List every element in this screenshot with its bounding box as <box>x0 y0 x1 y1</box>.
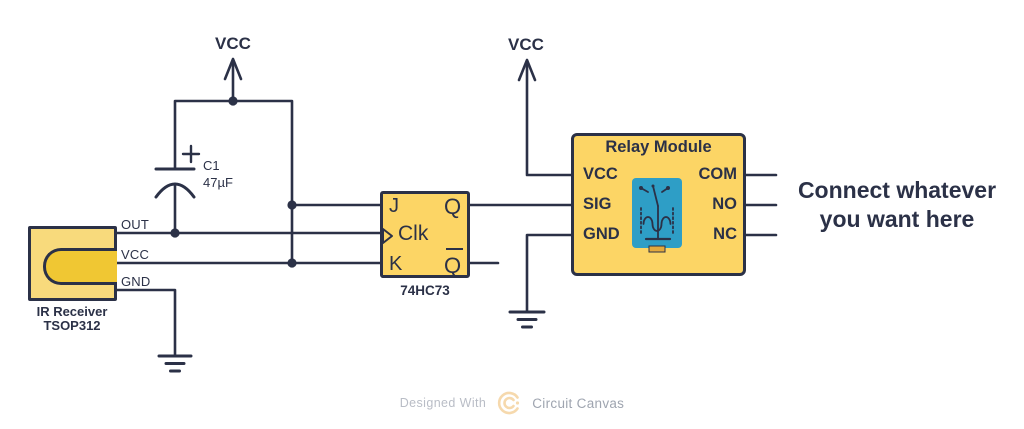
clock-input-icon <box>382 228 393 244</box>
relay-pin-vcc-label: VCC <box>583 165 618 183</box>
ground-icon <box>508 310 546 329</box>
ir-pin-vcc-label: VCC <box>121 247 150 262</box>
junction-dot <box>228 96 238 106</box>
ff-pin-k-label: K <box>389 253 403 275</box>
ir-receiver-name-label: IR Receiver <box>36 304 108 319</box>
q-bar-overline <box>446 248 463 250</box>
flip-flop-body <box>380 191 470 278</box>
junction-dot <box>170 228 180 238</box>
ground-icon <box>157 354 193 373</box>
relay-gnd-wire <box>525 233 574 313</box>
vcc-arrow-left-icon <box>223 57 243 81</box>
ir-bulb-icon <box>43 248 117 285</box>
watermark-prefix: Designed With <box>399 396 487 410</box>
watermark: Designed With Circuit Canvas <box>0 389 1024 417</box>
watermark-brand: Circuit Canvas <box>532 395 625 411</box>
capacitor-plus-icon <box>181 144 201 164</box>
ff-pin-q-label: Q <box>444 194 462 219</box>
ff-pin-clk-label: Clk <box>398 222 429 245</box>
relay-vcc-wire <box>525 61 574 177</box>
relay-output-stubs <box>743 173 778 237</box>
capacitor-ref-label: C1 <box>203 158 220 173</box>
annotation-note: Connect whatever you want here <box>770 176 1024 234</box>
ir-receiver-body <box>28 226 117 301</box>
relay-pin-no-label: NO <box>712 195 737 213</box>
relay-pin-com-label: COM <box>698 165 738 183</box>
circuit-canvas-logo-icon <box>498 391 520 415</box>
flip-flop-part-label: 74HC73 <box>400 283 450 298</box>
relay-pin-gnd-label: GND <box>583 225 620 243</box>
vcc-label-left: VCC <box>215 34 251 53</box>
ir-gnd-wire <box>115 288 177 357</box>
relay-pin-sig-label: SIG <box>583 195 612 213</box>
ir-pin-out-label: OUT <box>121 217 150 232</box>
annotation-line1: Connect whatever <box>797 177 997 203</box>
junction-dot <box>287 258 297 268</box>
capacitor-value-label: 47µF <box>203 175 233 190</box>
ff-pin-qbar-label: Q <box>444 253 462 278</box>
ff-pin-j-label: J <box>389 195 399 217</box>
annotation-line2: you want here <box>819 206 975 232</box>
ir-receiver-part-label: TSOP312 <box>43 318 101 333</box>
relay-pin-nc-label: NC <box>713 225 737 243</box>
vcc-arrow-right-icon <box>517 58 537 82</box>
relay-module-title: Relay Module <box>605 138 712 156</box>
junction-dot <box>287 200 297 210</box>
relay-icon <box>632 178 682 253</box>
vcc-label-right: VCC <box>508 35 544 54</box>
ir-pin-gnd-label: GND <box>121 274 151 289</box>
vcc-rail-wire <box>173 99 294 265</box>
